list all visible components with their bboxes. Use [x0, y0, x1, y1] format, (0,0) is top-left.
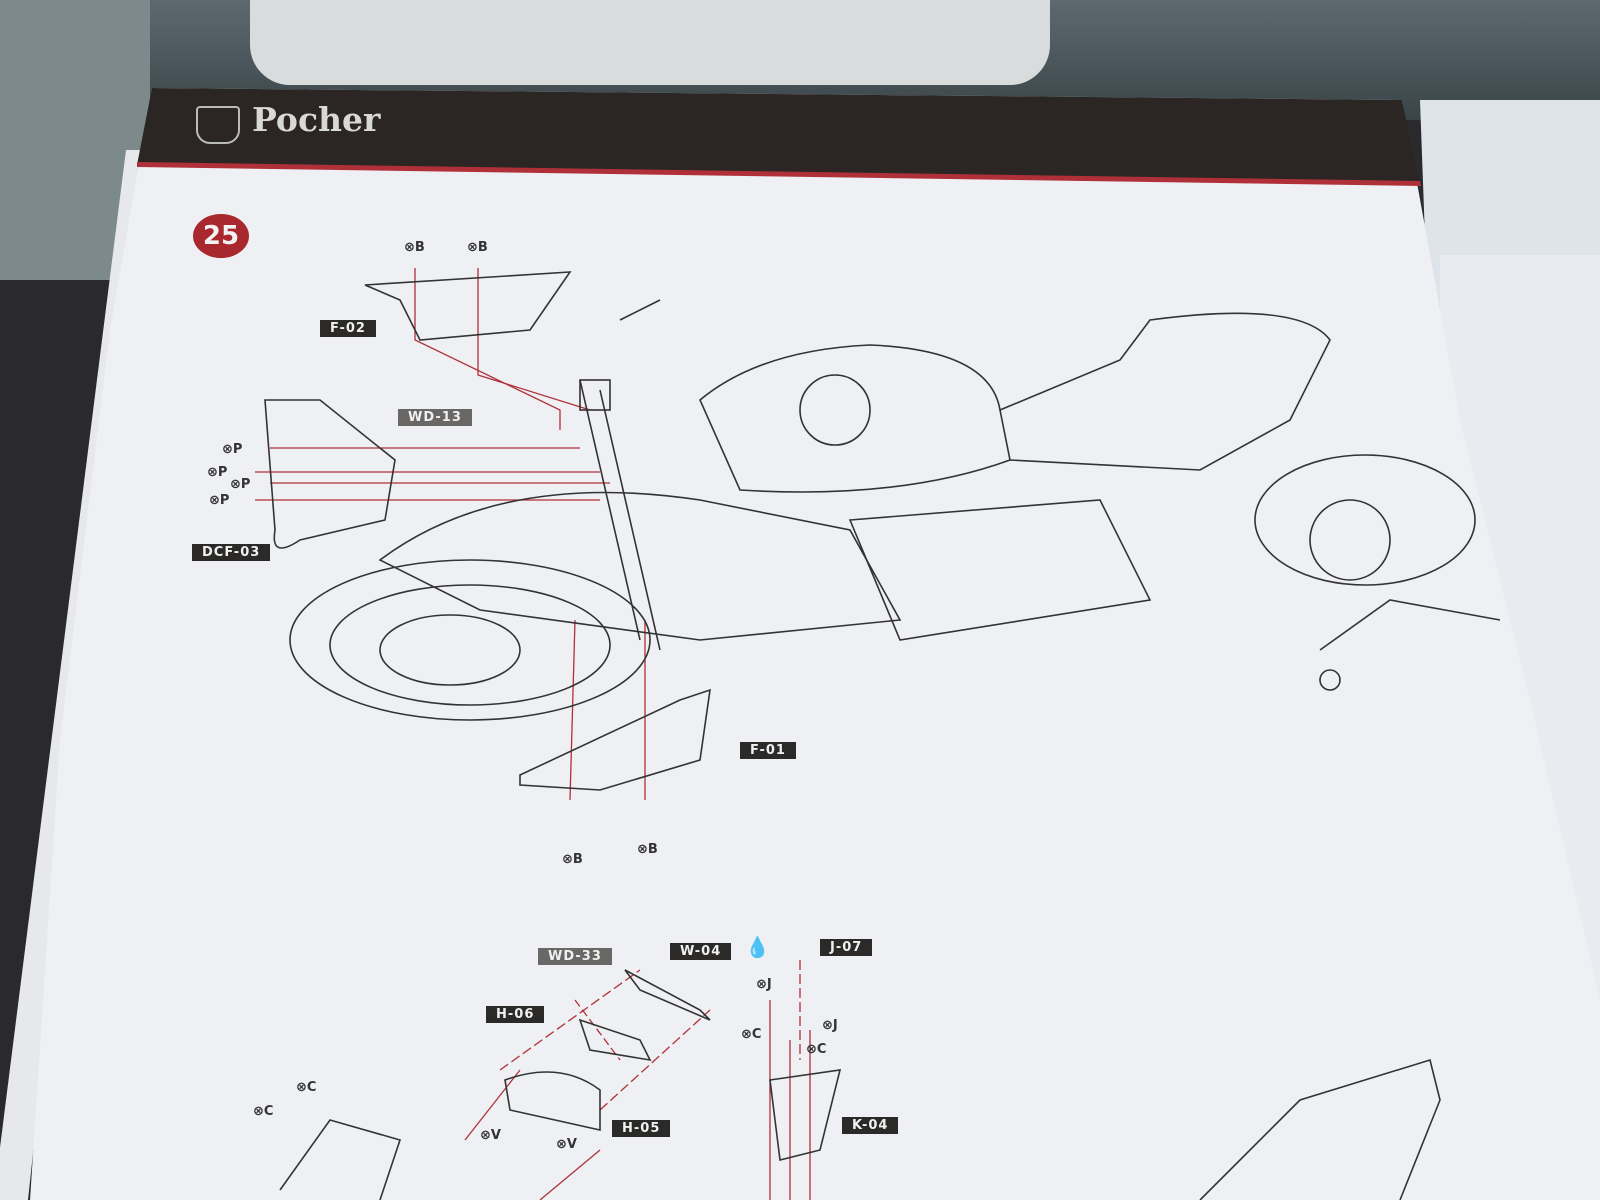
white-tray	[250, 0, 1050, 85]
part-label-wd33: WD-33	[538, 948, 612, 965]
part-label-k04: K-04	[842, 1117, 899, 1134]
screw-p-label: ⊗P	[222, 442, 243, 457]
screw-c-label: ⊗C	[253, 1104, 274, 1119]
brand-logo: Pocher	[252, 100, 381, 139]
screw-j-label: ⊗J	[822, 1018, 838, 1033]
screw-c-label: ⊗C	[741, 1027, 762, 1042]
screw-j-label: ⊗J	[756, 977, 772, 992]
screw-p-label: ⊗P	[209, 493, 230, 508]
screw-p-label: ⊗P	[230, 477, 251, 492]
screw-v-label: ⊗V	[480, 1128, 501, 1143]
screw-b-label: ⊗B	[562, 852, 583, 867]
motorcycle-drawing	[264, 271, 1501, 1200]
part-label-j07: J-07	[820, 939, 873, 956]
screw-b-label: ⊗B	[467, 240, 488, 255]
leader-lines	[255, 268, 811, 1200]
part-label-w04: W-04	[670, 943, 732, 960]
screw-v-label: ⊗V	[556, 1137, 577, 1152]
screw-b-label: ⊗B	[637, 842, 658, 857]
screw-c-label: ⊗C	[806, 1042, 827, 1057]
step-number-badge: 25	[193, 214, 249, 258]
crest-logo-icon	[196, 106, 240, 144]
screw-b-label: ⊗B	[404, 240, 425, 255]
screw-c-label: ⊗C	[296, 1080, 317, 1095]
part-label-f01: F-01	[740, 742, 796, 759]
part-label-h05: H-05	[612, 1120, 671, 1137]
part-label-wd13: WD-13	[398, 409, 472, 426]
screw-p-label: ⊗P	[207, 465, 228, 480]
glue-drop-icon: 💧	[745, 935, 770, 959]
part-label-dcf03: DCF-03	[192, 544, 271, 561]
part-label-f02: F-02	[320, 320, 376, 337]
part-label-h06: H-06	[486, 1006, 545, 1023]
